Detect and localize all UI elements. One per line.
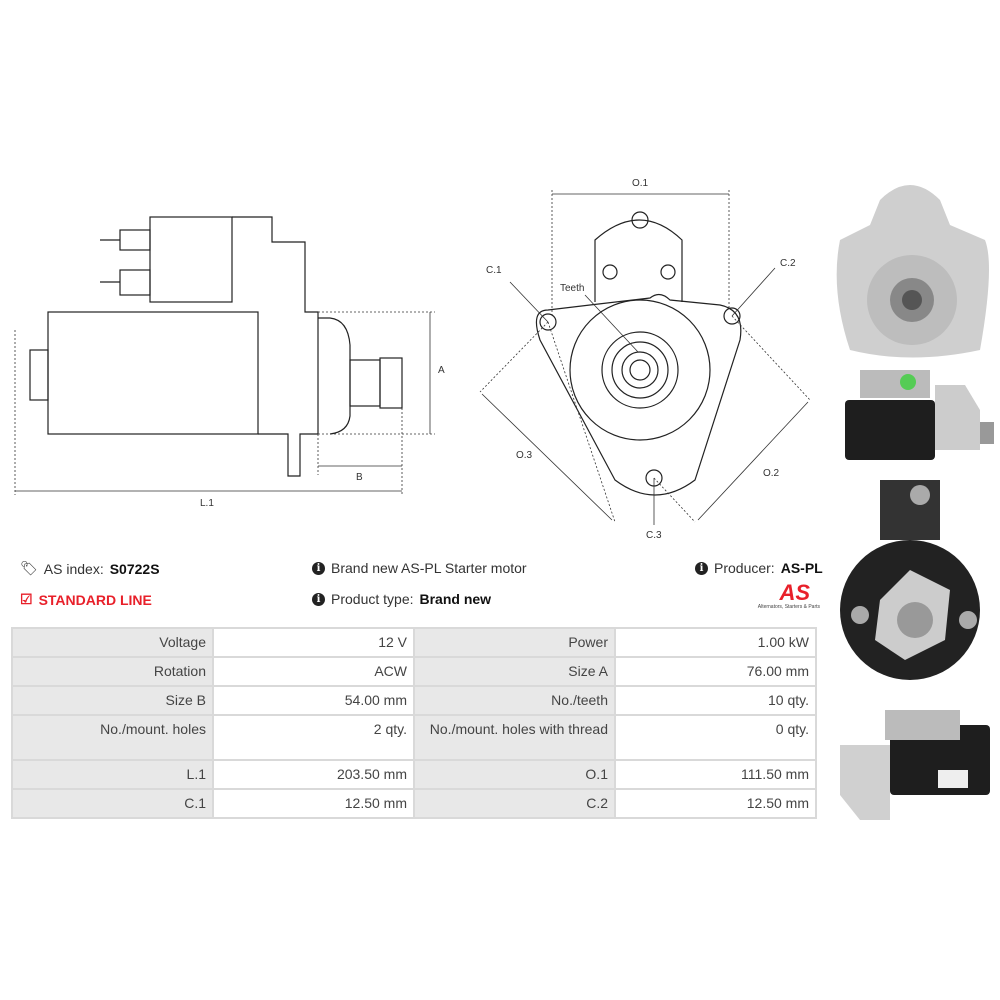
- logo-mark: AS: [779, 580, 810, 605]
- product-photos: [836, 185, 994, 820]
- producer-value: AS-PL: [780, 560, 823, 576]
- product-type: i Product type: Brand new: [312, 591, 491, 607]
- spec-label: No./mount. holes with thread: [413, 714, 616, 761]
- spec-label: O.1: [413, 759, 616, 790]
- checkbox-icon: ☑: [20, 591, 33, 607]
- product-type-label: Product type:: [331, 591, 414, 607]
- spec-label: Rotation: [11, 656, 214, 687]
- product-type-value: Brand new: [419, 591, 492, 607]
- dim-o1-label: O.1: [632, 178, 649, 189]
- photo-side: [845, 370, 994, 460]
- info-icon: i: [695, 561, 708, 575]
- spec-value: ACW: [212, 656, 415, 687]
- spec-value: 76.00 mm: [614, 656, 817, 687]
- spec-label: Voltage: [11, 627, 214, 658]
- tag-icon: 🏷︎: [20, 560, 38, 576]
- standard-line-badge: ☑ STANDARD LINE: [20, 591, 152, 608]
- spec-label: L.1: [11, 759, 214, 790]
- photo-front: [836, 185, 989, 358]
- as-index-label: AS index:: [43, 560, 104, 577]
- front-view-drawing: O.1 C.1 C.2 Teeth O.3 O.2 C.3: [479, 178, 810, 541]
- side-view-drawing: A B L.1: [14, 216, 445, 509]
- producer-label: Producer:: [714, 560, 775, 576]
- producer: i Producer: AS-PL: [695, 560, 823, 576]
- spec-label: No./teeth: [413, 685, 616, 716]
- spec-value: 1.00 kW: [614, 627, 817, 658]
- dim-c3-label: C.3: [646, 530, 662, 541]
- line-label: STANDARD LINE: [38, 591, 152, 608]
- as-pl-logo: AS Alternators, Starters & Parts: [735, 580, 820, 611]
- spec-value: 111.50 mm: [614, 759, 817, 790]
- spec-label: C.1: [11, 788, 214, 819]
- spec-value: 203.50 mm: [212, 759, 415, 790]
- dim-c1-label: C.1: [486, 265, 502, 276]
- dim-b-label: B: [356, 472, 363, 483]
- logo-tagline: Alternators, Starters & Parts: [757, 604, 820, 610]
- spec-label: Size A: [413, 656, 616, 687]
- spec-label: No./mount. holes: [11, 714, 214, 761]
- photo-top: [840, 710, 990, 820]
- spec-value: 12 V: [212, 627, 415, 658]
- dim-o2-label: O.2: [763, 468, 780, 479]
- as-index-value: S0722S: [109, 560, 160, 577]
- spec-value: 12.50 mm: [614, 788, 817, 819]
- spec-value: 0 qty.: [614, 714, 817, 761]
- dim-a-label: A: [438, 365, 445, 376]
- spec-label: Power: [413, 627, 616, 658]
- info-icon: i: [312, 561, 325, 575]
- dim-o3-label: O.3: [516, 450, 533, 461]
- as-index: 🏷︎ AS index: S0722S: [20, 560, 160, 577]
- teeth-label: Teeth: [560, 283, 584, 294]
- info-icon: i: [312, 592, 325, 606]
- spec-value: 2 qty.: [212, 714, 415, 761]
- spec-value: 10 qty.: [614, 685, 817, 716]
- spec-value: 54.00 mm: [212, 685, 415, 716]
- description-text: Brand new AS-PL Starter motor: [331, 560, 527, 576]
- photo-rear: [840, 480, 980, 680]
- dim-c2-label: C.2: [780, 258, 796, 269]
- spec-label: Size B: [11, 685, 214, 716]
- description: i Brand new AS-PL Starter motor: [312, 560, 527, 576]
- spec-label: C.2: [413, 788, 616, 819]
- dim-l1-label: L.1: [200, 498, 214, 509]
- spec-value: 12.50 mm: [212, 788, 415, 819]
